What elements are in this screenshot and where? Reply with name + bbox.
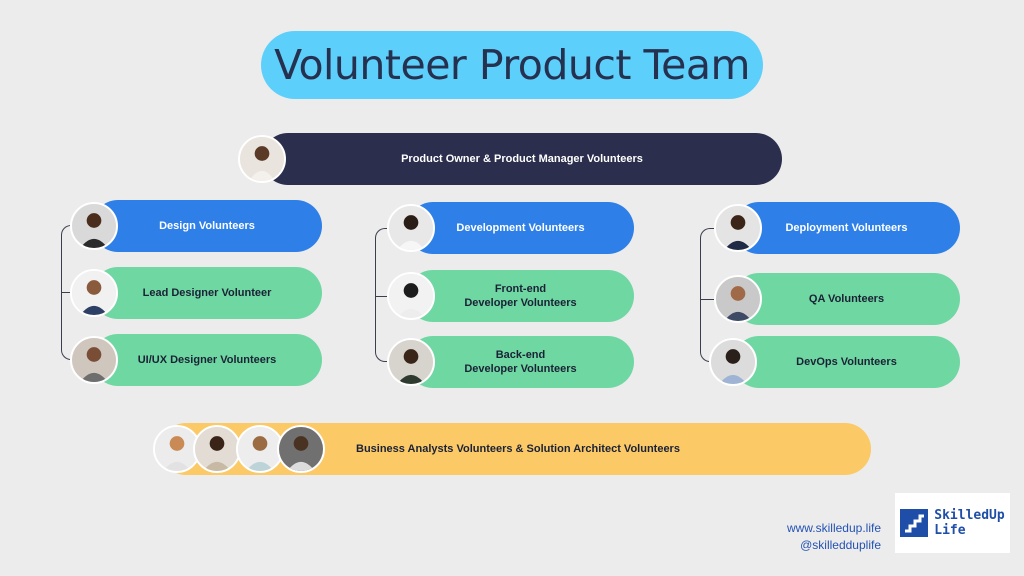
ba-avatar-3 xyxy=(236,425,284,473)
logo-line-2: Life xyxy=(934,523,966,538)
deploy-connector xyxy=(700,228,714,362)
ba-avatar-4 xyxy=(277,425,325,473)
lead-designer-pill: Lead Designer Volunteer xyxy=(92,267,322,319)
devops-pill: DevOps Volunteers xyxy=(733,336,960,388)
dev-connector-mid xyxy=(375,296,389,297)
uiux-designer-label: UI/UX Designer Volunteers xyxy=(137,354,277,366)
deploy-avatar xyxy=(714,204,762,252)
ba-avatar-1 xyxy=(153,425,201,473)
page-title: Volunteer Product Team xyxy=(274,41,750,89)
design-header-label: Design Volunteers xyxy=(159,220,255,232)
design-header-pill: Design Volunteers xyxy=(92,200,322,252)
uiux-designer-avatar xyxy=(70,336,118,384)
bottom-label: Business Analysts Volunteers & Solution … xyxy=(356,443,680,455)
stairs-icon xyxy=(900,509,929,537)
backend-dev-label: Back-end Developer Volunteers xyxy=(464,349,577,375)
backend-dev-pill: Back-end Developer Volunteers xyxy=(407,336,634,388)
ba-avatar-2 xyxy=(193,425,241,473)
skilledup-logo: SkilledUp Life xyxy=(895,493,1010,553)
owner-pill: Product Owner & Product Manager Voluntee… xyxy=(262,133,782,185)
uiux-designer-pill: UI/UX Designer Volunteers xyxy=(92,334,322,386)
deploy-connector-mid xyxy=(700,299,714,300)
owner-label: Product Owner & Product Manager Voluntee… xyxy=(401,153,643,165)
lead-designer-avatar xyxy=(70,269,118,317)
backend-dev-avatar xyxy=(387,338,435,386)
website-link[interactable]: www.skilledup.life xyxy=(786,521,881,535)
social-handle-link[interactable]: @skilledduplife xyxy=(800,538,881,552)
owner-avatar xyxy=(238,135,286,183)
design-connector-mid xyxy=(61,292,75,293)
deploy-header-label: Deployment Volunteers xyxy=(785,222,908,234)
deploy-header-pill: Deployment Volunteers xyxy=(733,202,960,254)
design-avatar xyxy=(70,202,118,250)
qa-avatar xyxy=(714,275,762,323)
qa-label: QA Volunteers xyxy=(808,293,885,305)
lead-designer-label: Lead Designer Volunteer xyxy=(142,287,272,299)
frontend-dev-label: Front-end Developer Volunteers xyxy=(464,283,577,309)
logo-line-1: SkilledUp xyxy=(934,508,1005,523)
devops-avatar xyxy=(709,338,757,386)
frontend-dev-pill: Front-end Developer Volunteers xyxy=(407,270,634,322)
title-pill: Volunteer Product Team xyxy=(261,31,763,99)
qa-pill: QA Volunteers xyxy=(733,273,960,325)
dev-header-label: Development Volunteers xyxy=(456,222,585,234)
frontend-dev-avatar xyxy=(387,272,435,320)
devops-label: DevOps Volunteers xyxy=(796,356,897,368)
dev-connector xyxy=(375,228,389,362)
dev-avatar xyxy=(387,204,435,252)
dev-header-pill: Development Volunteers xyxy=(407,202,634,254)
